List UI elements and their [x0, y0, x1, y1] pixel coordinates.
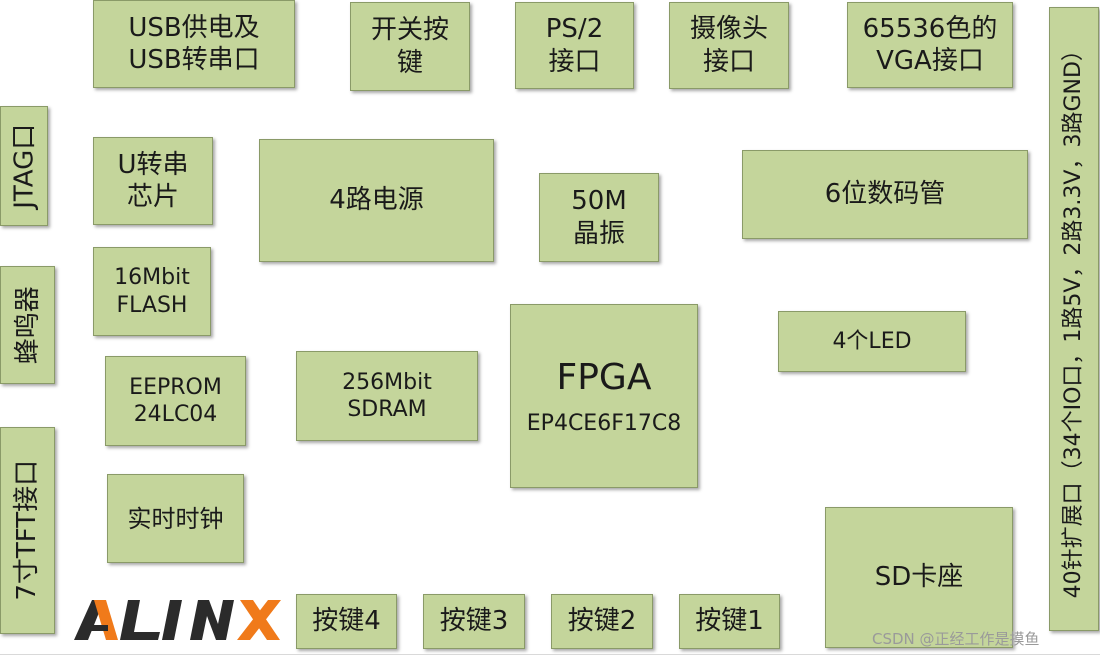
- key2-block: 按键2: [551, 594, 653, 649]
- bottom-divider: [0, 654, 1100, 655]
- logo-letter-x-b: [237, 600, 281, 640]
- logo-letter-a-right: [94, 600, 118, 640]
- buzzer-block: 蜂鸣器: [0, 266, 55, 384]
- jtag-port-block: JTAG口: [0, 106, 48, 226]
- rtc-block: 实时时钟: [107, 474, 244, 563]
- eeprom-block: EEPROM 24LC04: [105, 356, 246, 446]
- logo-letter-l: [120, 600, 160, 640]
- sdram-block: 256Mbit SDRAM: [296, 351, 478, 441]
- tft-label: 7寸TFT接口: [12, 460, 43, 601]
- usb-uart-chip-line1: U转串: [117, 149, 189, 180]
- camera-port-block: 摄像头 接口: [669, 2, 789, 89]
- sdram-line2: SDRAM: [347, 397, 427, 422]
- camera-line2: 接口: [702, 46, 755, 77]
- crystal-line1: 50M: [571, 186, 627, 216]
- sdram-line1: 256Mbit: [342, 369, 432, 395]
- power-switch-block: 开关按 键: [350, 2, 470, 91]
- crystal-line2: 晶振: [572, 218, 625, 249]
- sd-card-label: SD卡座: [874, 562, 964, 593]
- key4-block: 按键4: [296, 594, 397, 649]
- usb-block-line2: USB转串口: [128, 45, 260, 75]
- expansion-header-block: 40针扩展口（34个IO口，1路5V，2路3.3V，3路GND）: [1049, 7, 1099, 631]
- led-label: 4个LED: [832, 328, 912, 354]
- vga-line1: 65536色的: [862, 13, 998, 44]
- power-switch-line2: 键: [396, 47, 423, 78]
- power-supply-block: 4路电源: [259, 139, 494, 262]
- logo-letter-i: [162, 600, 182, 640]
- led-block: 4个LED: [778, 311, 966, 372]
- seven-segment-display-block: 6位数码管: [742, 150, 1028, 239]
- vga-line2: VGA接口: [876, 46, 984, 76]
- crystal-oscillator-block: 50M 晶振: [539, 173, 659, 262]
- rtc-label: 实时时钟: [127, 504, 224, 533]
- usb-uart-chip-block: U转串 芯片: [93, 137, 213, 225]
- flash-block: 16Mbit FLASH: [93, 247, 211, 336]
- key2-label: 按键2: [567, 606, 637, 637]
- key3-block: 按键3: [423, 594, 525, 649]
- usb-uart-chip-line2: 芯片: [126, 182, 179, 212]
- csdn-watermark: CSDN @正经工作是摸鱼: [872, 630, 1040, 648]
- tft-port-block: 7寸TFT接口: [0, 427, 55, 634]
- camera-line1: 摄像头: [689, 14, 768, 44]
- seven-segment-label: 6位数码管: [824, 179, 946, 210]
- fpga-chip-block: FPGA EP4CE6F17C8: [510, 304, 698, 488]
- power-switch-line1: 开关按: [370, 15, 449, 45]
- fpga-title: FPGA: [556, 356, 652, 398]
- jtag-label: JTAG口: [8, 123, 39, 209]
- power-supply-label: 4路电源: [329, 185, 424, 216]
- fpga-part-number: EP4CE6F17C8: [526, 410, 682, 436]
- sd-card-slot-block: SD卡座: [825, 507, 1013, 648]
- eeprom-line2: 24LC04: [133, 402, 218, 427]
- eeprom-line1: EEPROM: [129, 374, 222, 400]
- key4-label: 按键4: [312, 606, 381, 637]
- logo-letter-a-bar: [86, 625, 108, 631]
- usb-block-line1: USB供电及: [128, 12, 260, 43]
- expansion-header-label: 40针扩展口（34个IO口，1路5V，2路3.3V，3路GND）: [1061, 39, 1087, 599]
- alinx-logo: [74, 600, 281, 640]
- logo-letter-a-left: [74, 600, 104, 640]
- vga-port-block: 65536色的 VGA接口: [847, 2, 1013, 88]
- flash-line1: 16Mbit: [114, 265, 190, 290]
- ps2-port-block: PS/2 接口: [515, 2, 634, 89]
- flash-line2: FLASH: [116, 292, 188, 318]
- ps2-line2: 接口: [548, 46, 601, 77]
- key3-label: 按键3: [439, 606, 509, 637]
- key1-block: 按键1: [679, 594, 780, 649]
- buzzer-label: 蜂鸣器: [12, 285, 43, 365]
- ps2-line1: PS/2: [545, 14, 604, 44]
- logo-letter-n: [190, 600, 234, 640]
- key1-label: 按键1: [695, 606, 764, 637]
- usb-power-uart-block: USB供电及 USB转串口: [93, 0, 295, 88]
